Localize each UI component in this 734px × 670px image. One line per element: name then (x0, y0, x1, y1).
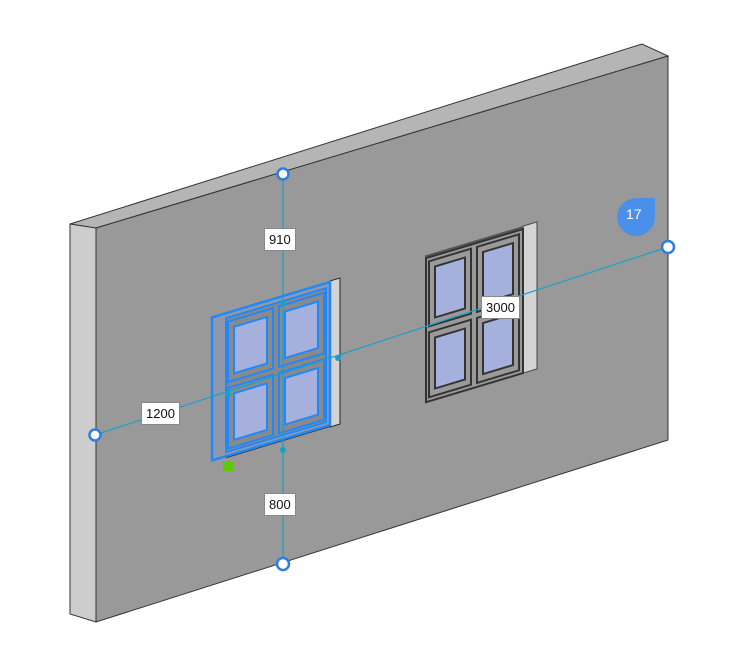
grip-top[interactable] (276, 167, 290, 181)
dimension-tick (280, 447, 286, 453)
window-glass-pane (482, 312, 514, 376)
count-tooltip-text: 17 (626, 206, 642, 222)
wall-front-face[interactable] (95, 55, 669, 623)
window-glass-pane (233, 382, 268, 442)
dimension-above[interactable]: 910 (264, 228, 296, 251)
window-unselected[interactable] (425, 221, 538, 404)
dimension-tick (335, 355, 341, 361)
grip-left[interactable] (88, 428, 102, 442)
dimension-left[interactable]: 1200 (141, 402, 180, 425)
grip-right[interactable] (660, 239, 676, 255)
dimension-below[interactable]: 800 (264, 493, 296, 516)
horizontal-dimension-line (94, 246, 669, 436)
grip-bottom[interactable] (275, 556, 291, 572)
dimension-tick (225, 391, 231, 397)
window-glass-pane (434, 256, 466, 319)
window-glass-pane (233, 315, 268, 375)
dimension-right[interactable]: 3000 (481, 296, 520, 319)
wall-side-face (69, 223, 97, 623)
window-glass-pane (482, 241, 514, 305)
window-glass-pane (284, 366, 319, 426)
window-glass-pane (434, 327, 466, 390)
dimension-tick (280, 300, 286, 306)
window-glass-pane (284, 300, 319, 360)
base-point-grip[interactable] (223, 461, 233, 471)
count-tooltip (617, 198, 655, 236)
